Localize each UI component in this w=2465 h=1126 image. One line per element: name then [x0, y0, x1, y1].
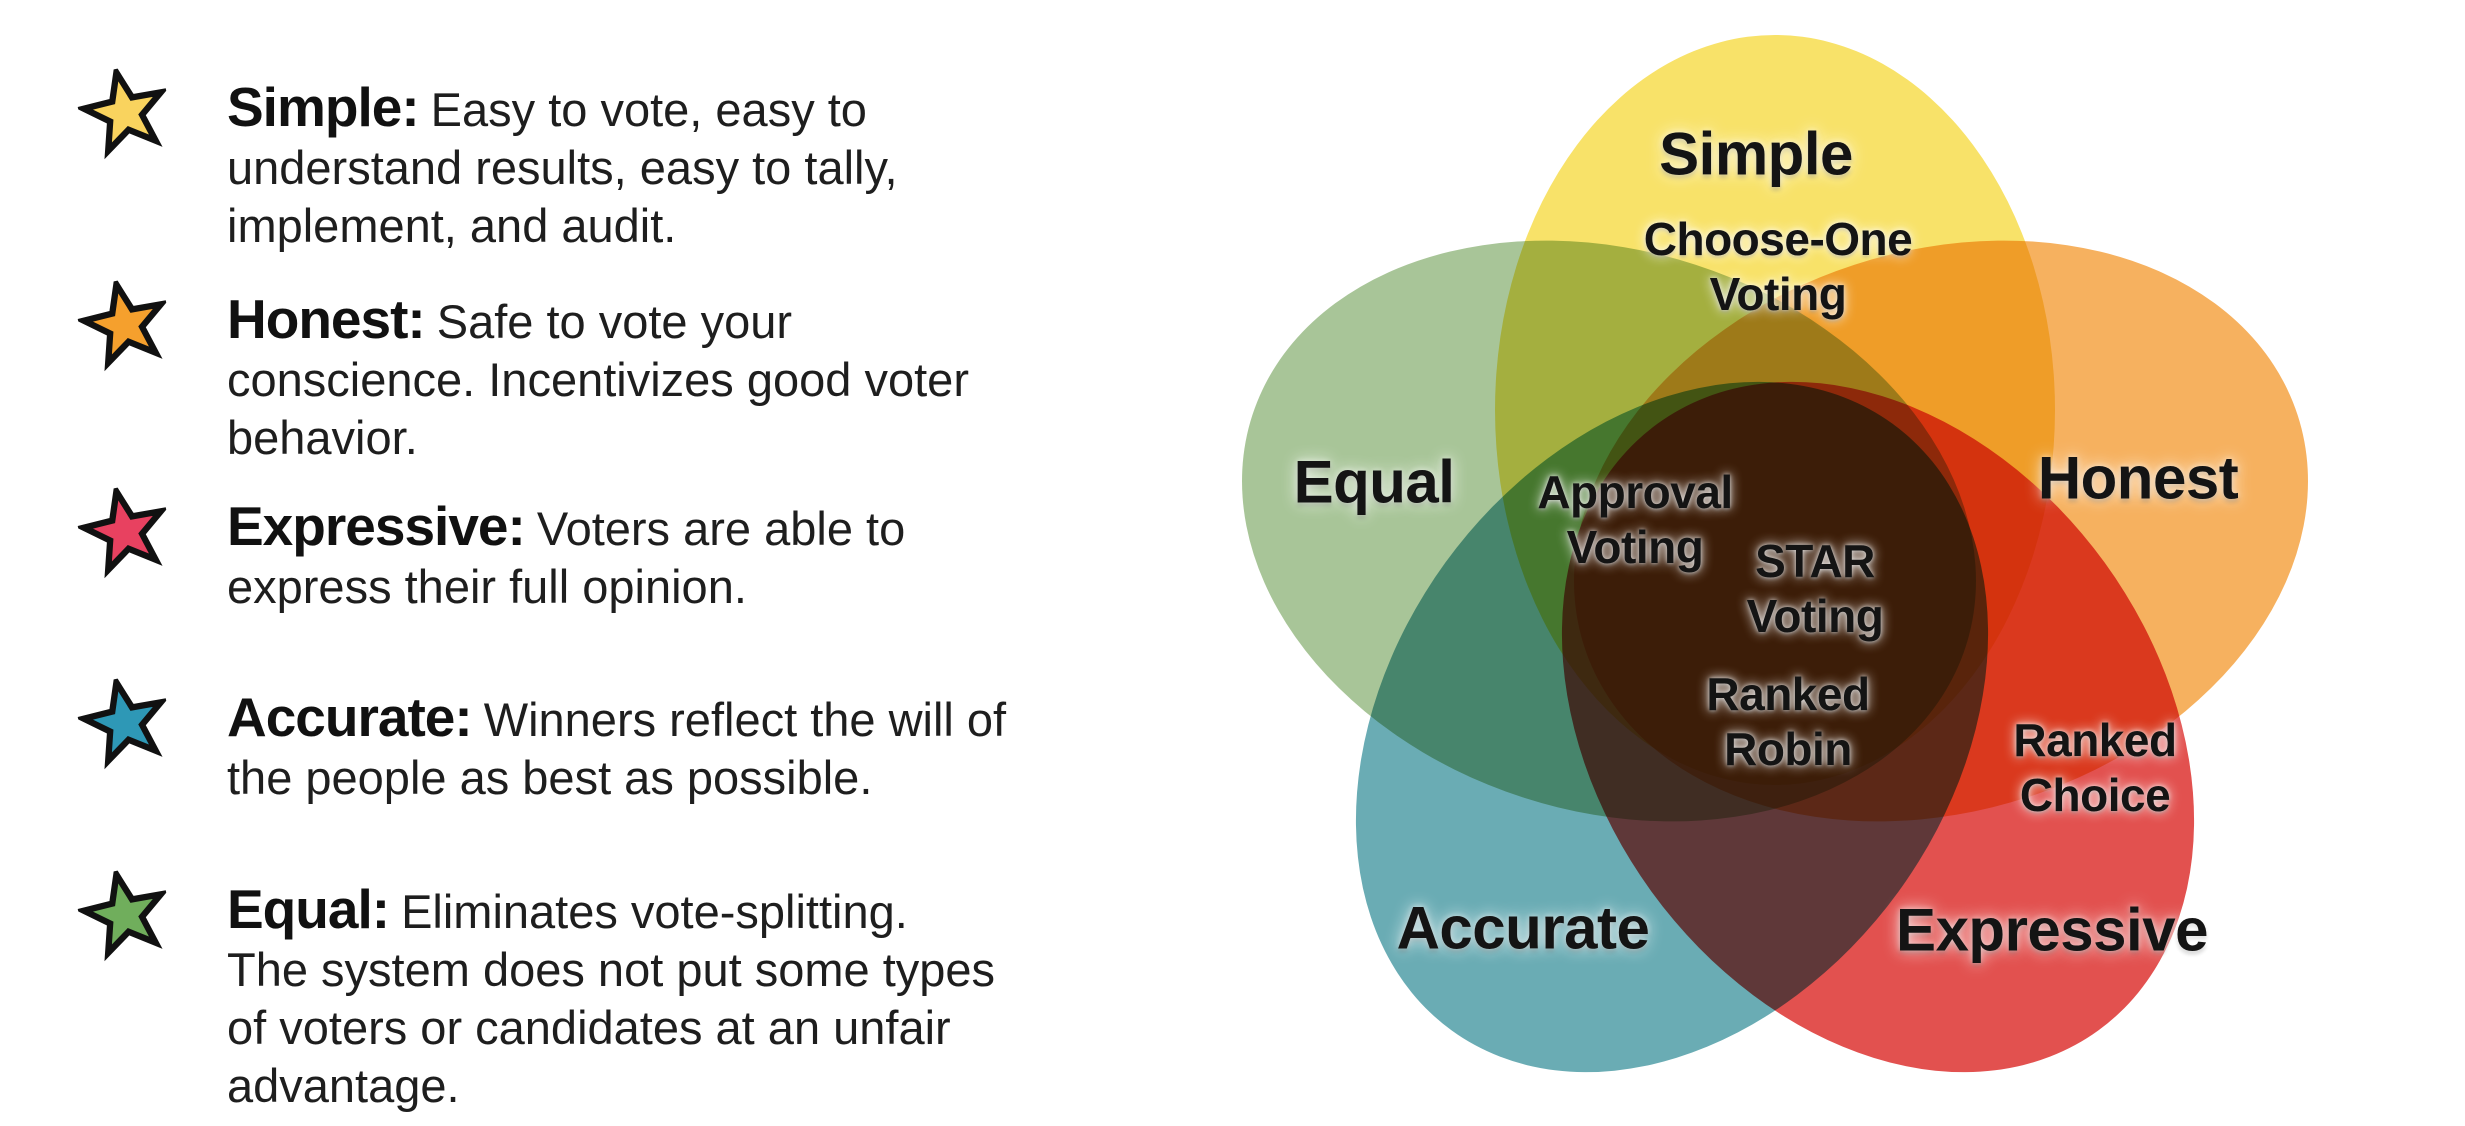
criterion-text: Simple:Easy to vote, easy to understand …	[227, 78, 898, 255]
criterion-line: understand results, easy to tally,	[227, 141, 898, 194]
criterion-line: conscience. Incentivizes good voter	[227, 353, 969, 406]
criterion-title: Equal:	[227, 878, 390, 940]
star-icon-simple	[74, 63, 169, 160]
legend-item-honest: Honest:Safe to vote your conscience. Inc…	[74, 275, 969, 467]
legend-item-simple: Simple:Easy to vote, easy to understand …	[74, 63, 898, 255]
criterion-line: the people as best as possible.	[227, 751, 873, 804]
criterion-text: Accurate:Winners reflect the will of the…	[227, 688, 1006, 807]
star-icon-accurate	[74, 673, 169, 770]
criterion-line: Easy to vote, easy to	[430, 83, 867, 136]
criterion-line: Winners reflect the will of	[483, 693, 1007, 746]
criterion-line: implement, and audit.	[227, 199, 677, 252]
venn-method-label-approval-voting: Approval Voting	[1537, 466, 1733, 573]
venn-set-label-equal: Equal	[1293, 448, 1455, 516]
criterion-text: Equal:Eliminates vote-splitting. The sys…	[227, 880, 995, 1115]
criterion-title: Expressive:	[227, 495, 526, 557]
star-icon-honest	[74, 275, 169, 372]
venn-method-label-ranked-choice: Ranked Choice	[2013, 714, 2177, 821]
venn-method-label-ranked-robin: Ranked Robin	[1706, 668, 1870, 775]
venn-set-label-simple: Simple	[1659, 120, 1853, 188]
criterion-line: of voters or candidates at an unfair	[227, 1001, 951, 1054]
star-icon-expressive	[74, 482, 169, 579]
venn-method-label-choose-one-voting: Choose-One Voting	[1643, 213, 1913, 320]
criterion-text: Expressive:Voters are able to express th…	[227, 497, 905, 616]
venn-diagram: Simple Honest Expressive Accurate Equal …	[1165, 0, 2465, 1126]
legend-item-equal: Equal:Eliminates vote-splitting. The sys…	[74, 865, 995, 1115]
criterion-title: Honest:	[227, 288, 426, 350]
venn-set-label-expressive: Expressive	[1896, 896, 2208, 964]
criterion-line: Eliminates vote-splitting.	[401, 885, 908, 938]
criterion-line: advantage.	[227, 1059, 460, 1112]
criterion-line: behavior.	[227, 411, 418, 464]
criterion-text: Honest:Safe to vote your conscience. Inc…	[227, 290, 969, 467]
venn-set-label-accurate: Accurate	[1396, 894, 1650, 962]
criterion-line: Voters are able to	[536, 502, 906, 555]
legend-item-expressive: Expressive:Voters are able to express th…	[74, 482, 905, 616]
star-icon-equal	[74, 865, 169, 962]
venn-method-label-star-voting: STAR Voting	[1746, 535, 1884, 642]
criterion-line: The system does not put some types	[227, 943, 996, 996]
criterion-line: Safe to vote your	[436, 295, 793, 348]
venn-set-label-honest: Honest	[2037, 444, 2239, 512]
criterion-title: Accurate:	[227, 686, 473, 748]
criterion-title: Simple:	[227, 76, 420, 138]
criterion-line: express their full opinion.	[227, 560, 747, 613]
legend-item-accurate: Accurate:Winners reflect the will of the…	[74, 673, 1006, 807]
